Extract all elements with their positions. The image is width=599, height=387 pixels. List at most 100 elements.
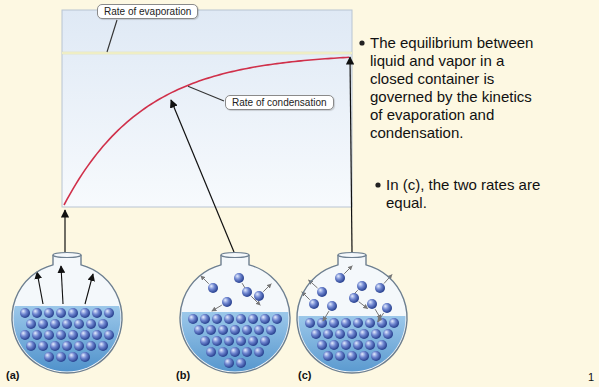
graph-panel <box>62 10 352 207</box>
molecule <box>44 352 54 362</box>
molecule <box>266 325 276 335</box>
bullet-text: The equilibrium between liquid and vapor… <box>370 34 535 142</box>
flask-outline <box>12 255 122 373</box>
molecule <box>254 347 264 357</box>
molecule <box>74 341 84 351</box>
bullet-text: In (c), the two rates are equal. <box>386 176 540 211</box>
panel-letter: (c) <box>298 369 311 381</box>
molecule <box>200 336 210 346</box>
molecule <box>98 319 108 329</box>
bullet-text: In (c), the two rates are equal. <box>386 176 551 212</box>
molecule <box>236 336 246 346</box>
molecule <box>323 351 333 361</box>
panel-letter: (a) <box>6 369 19 382</box>
vapor-molecule <box>382 303 392 313</box>
molecule <box>206 325 216 335</box>
evaporation-line-highlight <box>62 53 352 54</box>
molecule <box>254 325 264 335</box>
molecule <box>236 314 246 324</box>
molecule <box>377 340 387 350</box>
pointer-arrow <box>350 57 352 252</box>
molecule <box>80 330 90 340</box>
molecule <box>86 341 96 351</box>
molecule <box>305 318 315 328</box>
molecule <box>44 330 54 340</box>
molecule <box>248 336 258 346</box>
vapor-molecule <box>317 287 327 297</box>
vapor-molecule <box>309 299 319 309</box>
molecule <box>68 330 78 340</box>
molecule <box>224 358 234 368</box>
liquid <box>297 316 407 387</box>
molecule <box>62 319 72 329</box>
bullet-text: The equilibrium between liquid and vapor… <box>370 34 533 141</box>
vapor-molecule <box>208 283 218 293</box>
molecule <box>377 318 387 328</box>
leader-line <box>188 86 224 101</box>
molecule <box>347 329 357 339</box>
vapor-molecule <box>222 297 232 307</box>
condensation-curve <box>64 57 349 205</box>
molecule <box>200 314 210 324</box>
molecule <box>212 336 222 346</box>
molecule <box>26 341 36 351</box>
molecule <box>38 341 48 351</box>
molecule <box>347 351 357 361</box>
molecule <box>218 325 228 335</box>
molecule <box>50 319 60 329</box>
panel-letter: (b) <box>176 369 190 381</box>
panel-letter: (b) <box>176 369 190 382</box>
leader-line <box>107 20 117 52</box>
molecule <box>62 341 72 351</box>
molecule <box>206 347 216 357</box>
flask <box>12 253 122 387</box>
molecule <box>365 340 375 350</box>
molecule <box>260 314 270 324</box>
liquid <box>12 306 122 386</box>
callout-box: Rate of evaporation <box>97 4 198 19</box>
molecule <box>20 308 30 318</box>
flask-mouth <box>53 253 81 258</box>
motion-arrow <box>201 276 209 284</box>
molecule <box>341 318 351 328</box>
vapor-molecule <box>349 293 359 303</box>
pointer-arrow <box>64 210 65 252</box>
molecule <box>359 329 369 339</box>
molecule <box>341 340 351 350</box>
page-number: 1 <box>588 371 594 383</box>
molecule <box>104 330 114 340</box>
callout-label: Rate of condensation <box>232 97 327 108</box>
evaporation-arrow <box>37 272 43 304</box>
molecule <box>56 308 66 318</box>
evaporation-arrow <box>85 274 93 304</box>
molecule <box>98 341 108 351</box>
molecule <box>335 351 345 361</box>
molecule <box>104 308 114 318</box>
molecule <box>272 314 282 324</box>
motion-arrow <box>378 313 384 322</box>
pointer-arrow <box>171 100 234 252</box>
motion-arrow <box>212 305 222 311</box>
liquid <box>180 312 290 387</box>
molecule <box>329 318 339 328</box>
callout-label: Rate of evaporation <box>104 6 191 17</box>
motion-arrow <box>263 284 271 292</box>
molecule <box>44 308 54 318</box>
molecule <box>353 318 363 328</box>
motion-arrow <box>251 296 260 305</box>
flask-mouth <box>338 253 366 258</box>
molecule <box>56 352 66 362</box>
evaporation-line <box>62 52 352 55</box>
molecule <box>248 314 258 324</box>
molecule <box>92 330 102 340</box>
molecule <box>80 352 90 362</box>
callout-box: Rate of condensation <box>225 95 334 110</box>
motion-arrow <box>323 311 329 321</box>
flask-mouth <box>221 253 249 258</box>
flask <box>297 253 407 387</box>
motion-arrow <box>309 280 318 288</box>
molecule <box>371 329 381 339</box>
molecule <box>389 318 399 328</box>
